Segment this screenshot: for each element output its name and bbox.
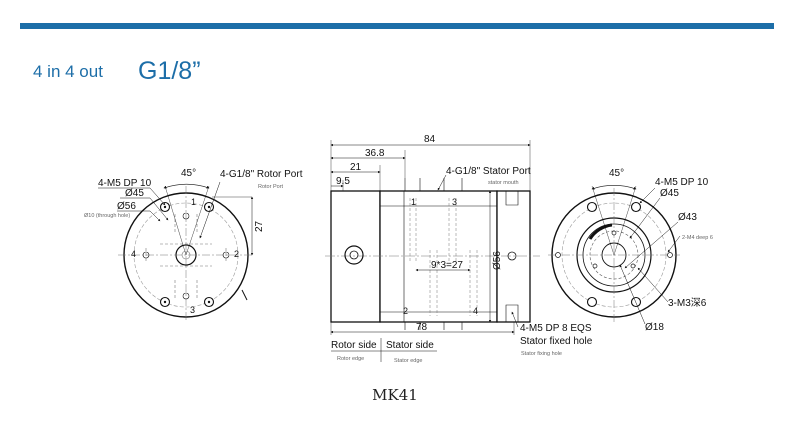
rotor-side-label: Rotor side [331, 340, 377, 351]
rotor-port-label-1: 1 [191, 197, 196, 207]
stator-fix-callout: 4-M5 DP 8 EQS [520, 323, 592, 334]
rotor-port-label-3: 3 [190, 305, 195, 315]
stator-fix-label: Stator fixed hole [520, 336, 593, 347]
header-accent-bar [20, 23, 774, 29]
right-m3-callout: 3-M3深6 [668, 297, 707, 309]
stator-fix-label-sub: Stator fixing hole [521, 351, 562, 357]
rotor-end-view: 1 2 3 4 45° 4-M5 DP 10 Ø45 Ø56 Ø10 (thro… [84, 168, 303, 322]
rotor-port-label-2: 2 [234, 249, 239, 259]
left-through-hole-note: Ø10 (through hole) [84, 213, 130, 219]
left-angle-dim: 45° [181, 168, 196, 179]
body-dia-dim: Ø56 [492, 251, 503, 270]
stator-port-label-4: 4 [473, 306, 478, 316]
right-small-thread: 2-M4 deep 6 [682, 235, 713, 241]
right-bore-dim: Ø18 [645, 322, 664, 333]
left-bolt-circle: Ø45 [125, 188, 144, 199]
model-number: MK41 [372, 386, 418, 404]
stator-port-label-2: 2 [403, 306, 408, 316]
body-length-dim: 78 [416, 322, 428, 333]
rotor-port-label-4: 4 [131, 249, 136, 259]
header-subtitle: 4 in 4 out [33, 62, 103, 81]
dim-21: 21 [350, 162, 362, 173]
stator-end-view: 45° 4-M5 DP 10 Ø45 Ø43 2-M4 deep 6 3-M3深… [548, 168, 713, 333]
left-offset-dim: 27 [254, 220, 265, 232]
stator-port-callout: 4-G1/8" Stator Port [446, 166, 531, 177]
stator-side-sub: Stator edge [394, 358, 422, 364]
rotor-side-sub: Rotor edge [337, 356, 364, 362]
stator-port-callout-sub: stator mouth [488, 180, 519, 186]
right-inner-dia: Ø43 [678, 212, 697, 223]
side-section-view: 1 3 2 4 84 36.8 21 9.5 4-G1/8" Stator Po… [325, 134, 593, 364]
stator-port-label-1: 1 [411, 197, 416, 207]
overall-length-dim: 84 [424, 134, 436, 145]
header-title: G1/8” [138, 57, 201, 85]
left-port-callout-sub: Rotor Port [258, 184, 284, 190]
right-angle-dim: 45° [609, 168, 624, 179]
right-thread-callout: 4-M5 DP 10 [655, 177, 709, 188]
dim-9-5: 9.5 [336, 176, 350, 187]
dim-36-8: 36.8 [365, 148, 385, 159]
left-outer-dia: Ø56 [117, 201, 136, 212]
stator-port-label-3: 3 [452, 197, 457, 207]
stator-side-label: Stator side [386, 340, 434, 351]
pitch-dim: 9*3=27 [431, 260, 463, 271]
left-thread-callout: 4-M5 DP 10 [98, 178, 152, 189]
right-bolt-circle: Ø45 [660, 188, 679, 199]
left-port-callout: 4-G1/8" Rotor Port [220, 169, 303, 180]
